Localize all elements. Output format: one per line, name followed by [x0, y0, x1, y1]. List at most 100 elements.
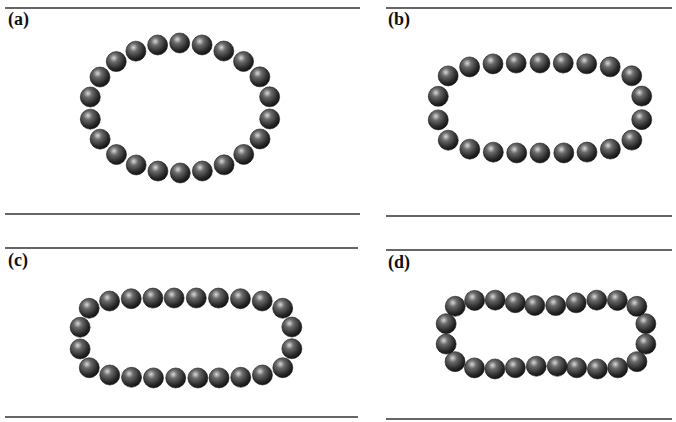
bead: [252, 365, 272, 385]
bead: [485, 290, 505, 310]
channel-wall: [386, 215, 672, 216]
channel-wall: [5, 213, 360, 214]
bead: [250, 129, 270, 149]
panel-label: (a): [8, 10, 29, 28]
bead: [214, 155, 234, 175]
bead: [231, 367, 251, 387]
bead: [79, 298, 99, 318]
bead: [122, 367, 142, 387]
bead: [282, 339, 302, 359]
bead: [445, 352, 465, 372]
channel-wall: [5, 416, 358, 417]
bead: [636, 314, 656, 334]
bead: [100, 291, 120, 311]
bead: [70, 317, 90, 337]
bead: [485, 359, 505, 379]
panel-label: (b): [388, 10, 410, 28]
bead: [436, 314, 456, 334]
bead: [547, 356, 567, 376]
bead: [252, 291, 272, 311]
bead: [70, 339, 90, 359]
bead: [80, 109, 100, 129]
bead: [192, 35, 212, 55]
bead: [607, 290, 627, 310]
bead: [192, 161, 212, 181]
bead: [209, 368, 229, 388]
bead: [170, 33, 190, 53]
bead: [436, 334, 456, 354]
bead: [525, 295, 545, 315]
bead: [121, 289, 141, 309]
bead: [567, 358, 587, 378]
bead: [483, 142, 503, 162]
bead: [250, 67, 270, 87]
bead: [428, 86, 448, 106]
bead: [234, 144, 254, 164]
bead: [230, 289, 250, 309]
bead: [148, 35, 168, 55]
bead: [632, 110, 652, 130]
bead: [273, 358, 293, 378]
bead: [632, 86, 652, 106]
bead: [465, 290, 485, 310]
channel-wall: [386, 418, 672, 419]
bead: [126, 41, 146, 61]
bead: [553, 53, 573, 73]
bead: [166, 368, 186, 388]
bead: [106, 52, 126, 72]
bead: [577, 54, 597, 74]
bead: [600, 139, 620, 159]
bead: [622, 130, 642, 150]
bead: [188, 368, 208, 388]
bead: [79, 358, 99, 378]
bead: [483, 54, 503, 74]
bead: [622, 66, 642, 86]
bead: [148, 161, 168, 181]
bead: [608, 358, 628, 378]
bead: [464, 358, 484, 378]
channel-wall: [5, 247, 358, 248]
bead: [627, 296, 647, 316]
bead: [126, 155, 146, 175]
bead: [530, 53, 550, 73]
bead: [526, 356, 546, 376]
bead: [530, 143, 550, 163]
channel-wall: [5, 7, 360, 8]
bead: [445, 296, 465, 316]
bead: [546, 296, 566, 316]
bead: [90, 67, 110, 87]
bead: [507, 143, 527, 163]
bead: [460, 57, 480, 77]
channel-wall: [386, 249, 672, 250]
bead: [80, 87, 100, 107]
bead: [260, 109, 280, 129]
bead: [505, 293, 525, 313]
bead: [627, 352, 647, 372]
bead: [214, 41, 234, 61]
panel-label: (d): [388, 253, 410, 271]
bead: [428, 110, 448, 130]
bead: [106, 145, 126, 165]
bead: [143, 288, 163, 308]
bead: [438, 66, 458, 86]
bead: [600, 57, 620, 77]
bead: [273, 298, 293, 318]
bead: [186, 288, 206, 308]
bead: [587, 290, 607, 310]
bead: [164, 288, 184, 308]
bead: [438, 130, 458, 150]
panel-label: (c): [8, 251, 28, 269]
bead: [577, 142, 597, 162]
bead: [260, 87, 280, 107]
bead: [100, 365, 120, 385]
bead: [460, 139, 480, 159]
bead: [234, 51, 254, 71]
bead: [282, 317, 302, 337]
bead: [209, 288, 229, 308]
bead: [143, 368, 163, 388]
bead: [587, 359, 607, 379]
bead: [636, 334, 656, 354]
bead: [170, 163, 190, 183]
